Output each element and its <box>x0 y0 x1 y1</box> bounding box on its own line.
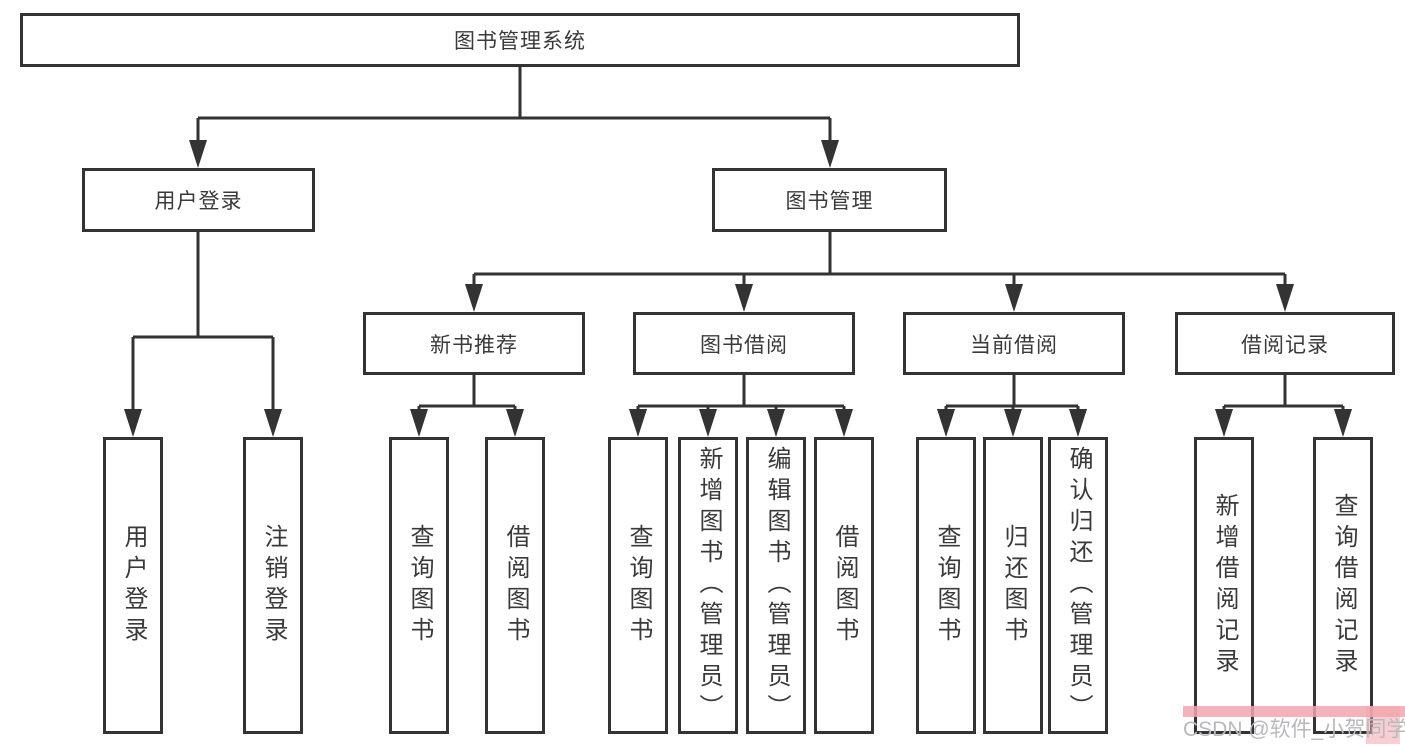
arrowhead-icon <box>699 409 717 437</box>
arrowhead-icon <box>124 409 142 437</box>
node-user-login: 用户登录 <box>82 168 315 232</box>
connector-login-to-children <box>131 232 275 412</box>
watermark-accent-patch <box>1366 706 1400 744</box>
arrowhead-icon <box>1215 409 1233 437</box>
arrowhead-icon <box>937 409 955 437</box>
arrowhead-icon <box>821 140 839 168</box>
connector-paths <box>131 67 1345 414</box>
arrowhead-icon <box>735 284 753 312</box>
arrowhead-icon <box>264 409 282 437</box>
connector-mgmt-to-sections <box>472 232 1287 286</box>
connector-records-to-children <box>1222 375 1345 414</box>
node-book-borrowing: 图书借阅 <box>633 312 855 375</box>
arrowhead-icon <box>506 409 524 437</box>
arrowhead-icon <box>189 140 207 168</box>
arrowhead-icon <box>1069 409 1087 437</box>
watermark-accent-band <box>1183 706 1405 717</box>
arrowhead-icon <box>1005 284 1023 312</box>
leaf-confirm-return-admin: 确认归还（管理员） <box>1048 437 1108 734</box>
arrowhead-icon <box>1334 409 1352 437</box>
leaf-add-borrow-record: 新增借阅记录 <box>1194 437 1254 734</box>
node-book-management: 图书管理 <box>712 168 947 232</box>
watermark-text: CSDN @软件_小贺同学 <box>1183 718 1405 741</box>
arrowhead-icon <box>629 409 647 437</box>
leaf-edit-books-admin: 编辑图书（管理员） <box>746 437 806 734</box>
leaf-query-books-2: 查询图书 <box>608 437 668 734</box>
arrowhead-icon <box>767 409 785 437</box>
node-current-borrowing: 当前借阅 <box>903 312 1125 375</box>
arrowhead-icon <box>835 409 853 437</box>
leaf-query-books-3: 查询图书 <box>916 437 976 734</box>
connector-borrowing-to-children <box>636 375 846 414</box>
connector-root-to-level2 <box>196 67 832 142</box>
leaf-logout: 注销登录 <box>243 437 303 734</box>
leaf-borrow-books-2: 借阅图书 <box>814 437 874 734</box>
leaf-query-borrow-record: 查询借阅记录 <box>1313 437 1373 734</box>
node-borrowing-records: 借阅记录 <box>1175 312 1395 375</box>
arrowhead-icon <box>1004 409 1022 437</box>
connector-newbooks-to-children <box>417 375 517 414</box>
arrowhead-icon <box>465 284 483 312</box>
leaf-borrow-books-1: 借阅图书 <box>485 437 545 734</box>
arrowhead-icons <box>124 140 1352 437</box>
connector-current-to-children <box>944 375 1080 414</box>
node-new-book-recommend: 新书推荐 <box>363 312 585 375</box>
arrowhead-icon <box>410 409 428 437</box>
arrowhead-icon <box>1276 284 1294 312</box>
leaf-user-login: 用户登录 <box>103 437 163 734</box>
leaf-return-books: 归还图书 <box>983 437 1043 734</box>
node-root-system: 图书管理系统 <box>20 13 1020 67</box>
leaf-add-books-admin: 新增图书（管理员） <box>678 437 738 734</box>
leaf-query-books-1: 查询图书 <box>389 437 449 734</box>
